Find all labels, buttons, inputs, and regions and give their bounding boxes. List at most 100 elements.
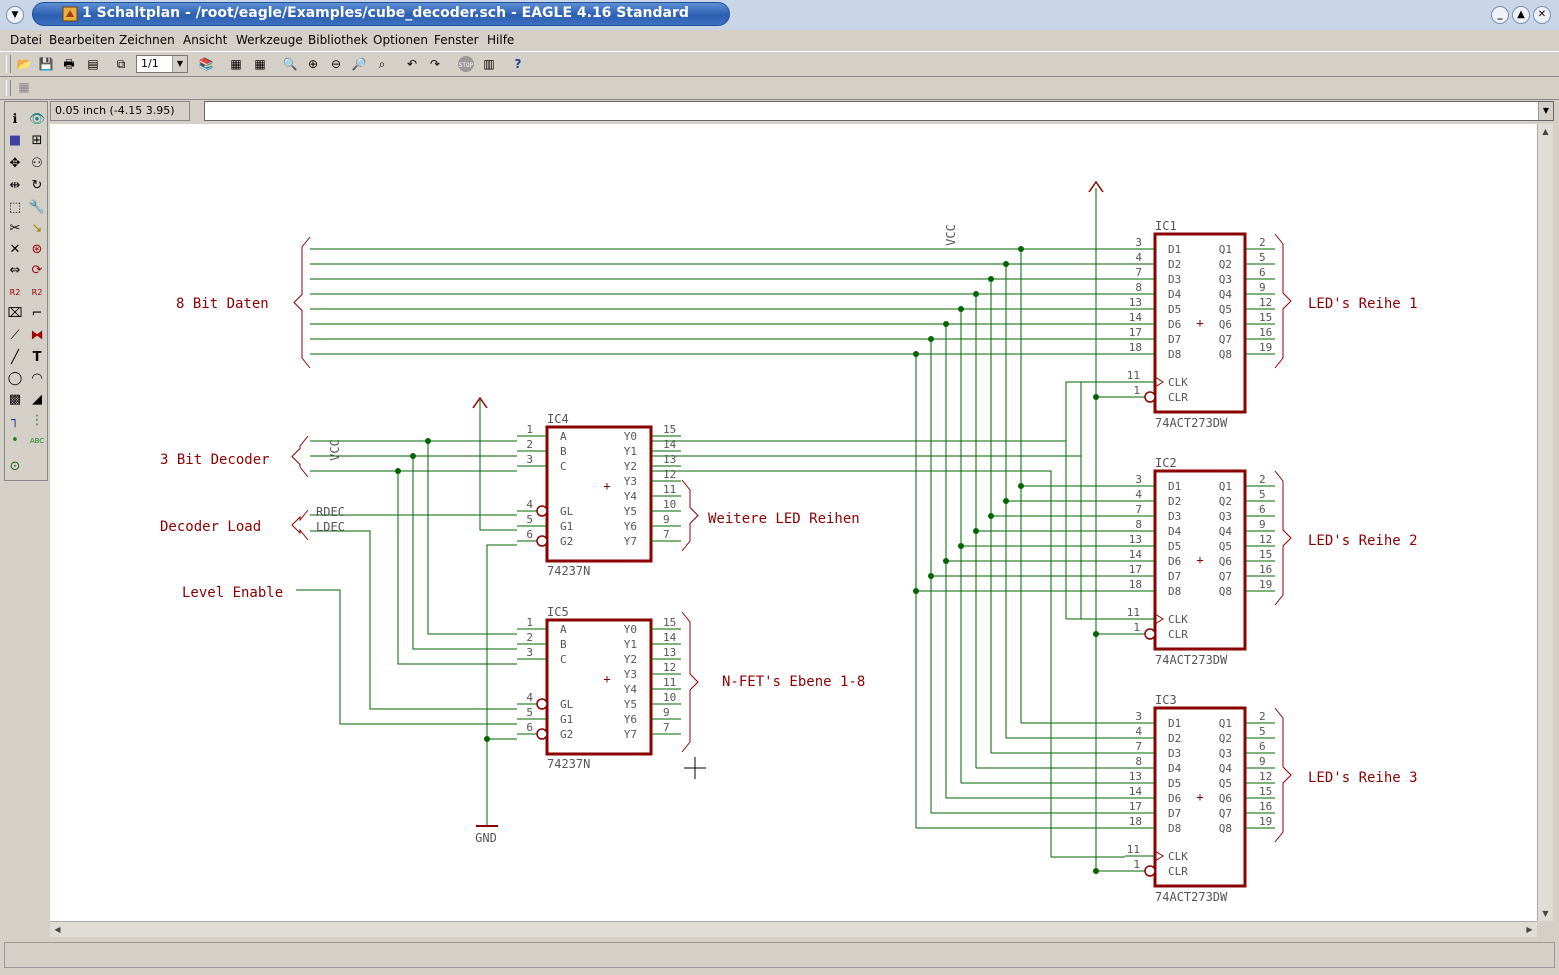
- command-input[interactable]: ▼: [204, 101, 1554, 121]
- add-icon[interactable]: ⊛: [31, 242, 43, 257]
- maximize-button[interactable]: ▲: [1512, 6, 1530, 24]
- pin-name: D5: [1168, 540, 1181, 553]
- system-menu-button[interactable]: ▼: [6, 6, 24, 24]
- pin-name: Q6: [1219, 318, 1232, 331]
- horizontal-scrollbar[interactable]: ◀ ▶: [50, 921, 1537, 937]
- name-icon[interactable]: R2: [9, 288, 21, 297]
- wire-icon[interactable]: ╱: [11, 350, 19, 365]
- scroll-up-icon[interactable]: ▲: [1542, 127, 1549, 136]
- pin-name: Y4: [624, 683, 638, 696]
- zoom-in-icon[interactable]: ⊕: [307, 57, 319, 71]
- redo-icon[interactable]: ↷: [429, 57, 441, 71]
- sheet-select[interactable]: 1/1▼: [136, 55, 188, 73]
- value-icon[interactable]: R2: [31, 288, 43, 297]
- sheet-icon[interactable]: ⧉: [116, 57, 126, 71]
- copy-icon[interactable]: ⚇: [31, 156, 43, 171]
- command-palette: ℹ 👁 ■ ⊞ ✥ ⚇ ⇹ ↻ ⬚ 🔧 ✂ ↘ ✕ ⊛ ⇔ ⟳ R2 R2 ⌧ …: [4, 101, 48, 481]
- load-wire: [310, 530, 517, 710]
- open-icon[interactable]: 📂: [16, 57, 32, 71]
- print-icon[interactable]: 🖶: [63, 57, 75, 71]
- pin-number: 13: [1129, 296, 1142, 309]
- replace-icon[interactable]: ⟳: [31, 263, 43, 278]
- rotate-icon[interactable]: ↻: [31, 178, 43, 193]
- cut-icon[interactable]: ✂: [9, 221, 21, 236]
- bus-label-load: Decoder Load: [160, 519, 261, 535]
- ulp-icon[interactable]: ▦: [230, 57, 242, 71]
- zoom-fit-icon[interactable]: 🔍: [282, 57, 298, 71]
- label-icon[interactable]: ABC: [29, 437, 45, 445]
- delete-icon[interactable]: ✕: [9, 242, 21, 257]
- menu-bibliothek[interactable]: Bibliothek: [308, 33, 368, 47]
- grid-icon[interactable]: ▦: [18, 80, 30, 94]
- display-icon[interactable]: ■: [8, 133, 22, 148]
- script-icon[interactable]: 📚: [198, 57, 214, 71]
- toolbar-grip-2[interactable]: [6, 80, 11, 96]
- smash-icon[interactable]: ⌧: [7, 306, 23, 321]
- coordinate-display: 0.05 inch (-4.15 3.95): [50, 101, 190, 121]
- vertical-scrollbar[interactable]: ▲ ▼: [1537, 124, 1553, 921]
- help-icon[interactable]: ?: [514, 57, 522, 71]
- scroll-left-icon[interactable]: ◀: [54, 925, 61, 934]
- split-icon[interactable]: ⟋: [10, 328, 20, 343]
- text-icon[interactable]: T: [32, 350, 42, 365]
- origin-mark: +: [603, 672, 610, 686]
- menu-fenster[interactable]: Fenster: [434, 33, 479, 47]
- minimize-button[interactable]: _: [1491, 6, 1509, 24]
- info-icon[interactable]: ℹ: [12, 112, 18, 127]
- pin-number: 16: [1259, 800, 1272, 813]
- ulp-run-icon[interactable]: ▦: [254, 57, 266, 71]
- change-icon[interactable]: 🔧: [28, 200, 46, 215]
- menu-hilfe[interactable]: Hilfe: [487, 33, 515, 47]
- part-name: IC3: [1155, 693, 1177, 707]
- undo-icon[interactable]: ↶: [406, 57, 418, 71]
- circle-icon[interactable]: ◯: [7, 371, 23, 386]
- menu-werkzeuge[interactable]: Werkzeuge: [236, 33, 303, 47]
- stop-icon[interactable]: STOP: [455, 55, 477, 73]
- schematic-drawing[interactable]: IC174ACT273DW+3D14D27D38D413D514D617D718…: [50, 124, 1537, 921]
- mark-icon[interactable]: ⊞: [31, 133, 43, 148]
- pin-name: Q7: [1219, 333, 1232, 346]
- gnd-wire: [486, 544, 517, 826]
- cam-icon[interactable]: ▤: [87, 57, 99, 71]
- menu-ansicht[interactable]: Ansicht: [183, 33, 228, 47]
- show-icon[interactable]: 👁: [28, 112, 46, 127]
- paste-icon[interactable]: ↘: [31, 221, 43, 236]
- zoom-redraw-icon[interactable]: 🔎: [351, 57, 367, 71]
- group-icon[interactable]: ⬚: [8, 200, 22, 215]
- scroll-right-icon[interactable]: ▶: [1526, 925, 1533, 934]
- pin-name: A: [560, 623, 567, 636]
- net-icon[interactable]: ⋮: [30, 413, 44, 428]
- menu-bearbeiten[interactable]: Bearbeiten: [49, 33, 115, 47]
- close-button[interactable]: ✕: [1533, 6, 1551, 24]
- menu-datei[interactable]: Datei: [10, 33, 43, 47]
- origin-mark: +: [1196, 553, 1203, 567]
- erc-icon[interactable]: ⊙: [9, 459, 21, 474]
- pinswap-icon[interactable]: ⇔: [9, 263, 21, 278]
- arc-icon[interactable]: ◠: [31, 371, 43, 386]
- scroll-down-icon[interactable]: ▼: [1542, 909, 1549, 918]
- menu-optionen[interactable]: Optionen: [373, 33, 429, 47]
- chevron-down-icon[interactable]: ▼: [1538, 102, 1553, 120]
- rect-icon[interactable]: ▩: [8, 392, 22, 407]
- junction-icon[interactable]: •: [11, 433, 19, 448]
- go-icon[interactable]: ▥: [483, 57, 495, 71]
- save-icon[interactable]: 💾: [38, 57, 54, 71]
- origin-mark: +: [1196, 316, 1203, 330]
- junction: [958, 306, 964, 312]
- pin-name: D6: [1168, 792, 1181, 805]
- polygon-icon[interactable]: ◢: [32, 392, 42, 407]
- pin-number: 2: [1259, 710, 1266, 723]
- zoom-select-icon[interactable]: ⌕: [378, 57, 386, 71]
- pin-name: D7: [1168, 807, 1181, 820]
- mirror-icon[interactable]: ⇹: [9, 178, 21, 193]
- toolbar-grip[interactable]: [6, 55, 11, 73]
- miter-icon[interactable]: ⌐: [31, 306, 43, 321]
- invoke-icon[interactable]: ⧓: [30, 328, 44, 343]
- bus-icon[interactable]: ┐: [11, 413, 19, 428]
- menu-zeichnen[interactable]: Zeichnen: [119, 33, 175, 47]
- pin-number: 17: [1129, 326, 1142, 339]
- zoom-out-icon[interactable]: ⊖: [330, 57, 342, 71]
- pin-number: 16: [1259, 326, 1272, 339]
- move-icon[interactable]: ✥: [9, 156, 21, 171]
